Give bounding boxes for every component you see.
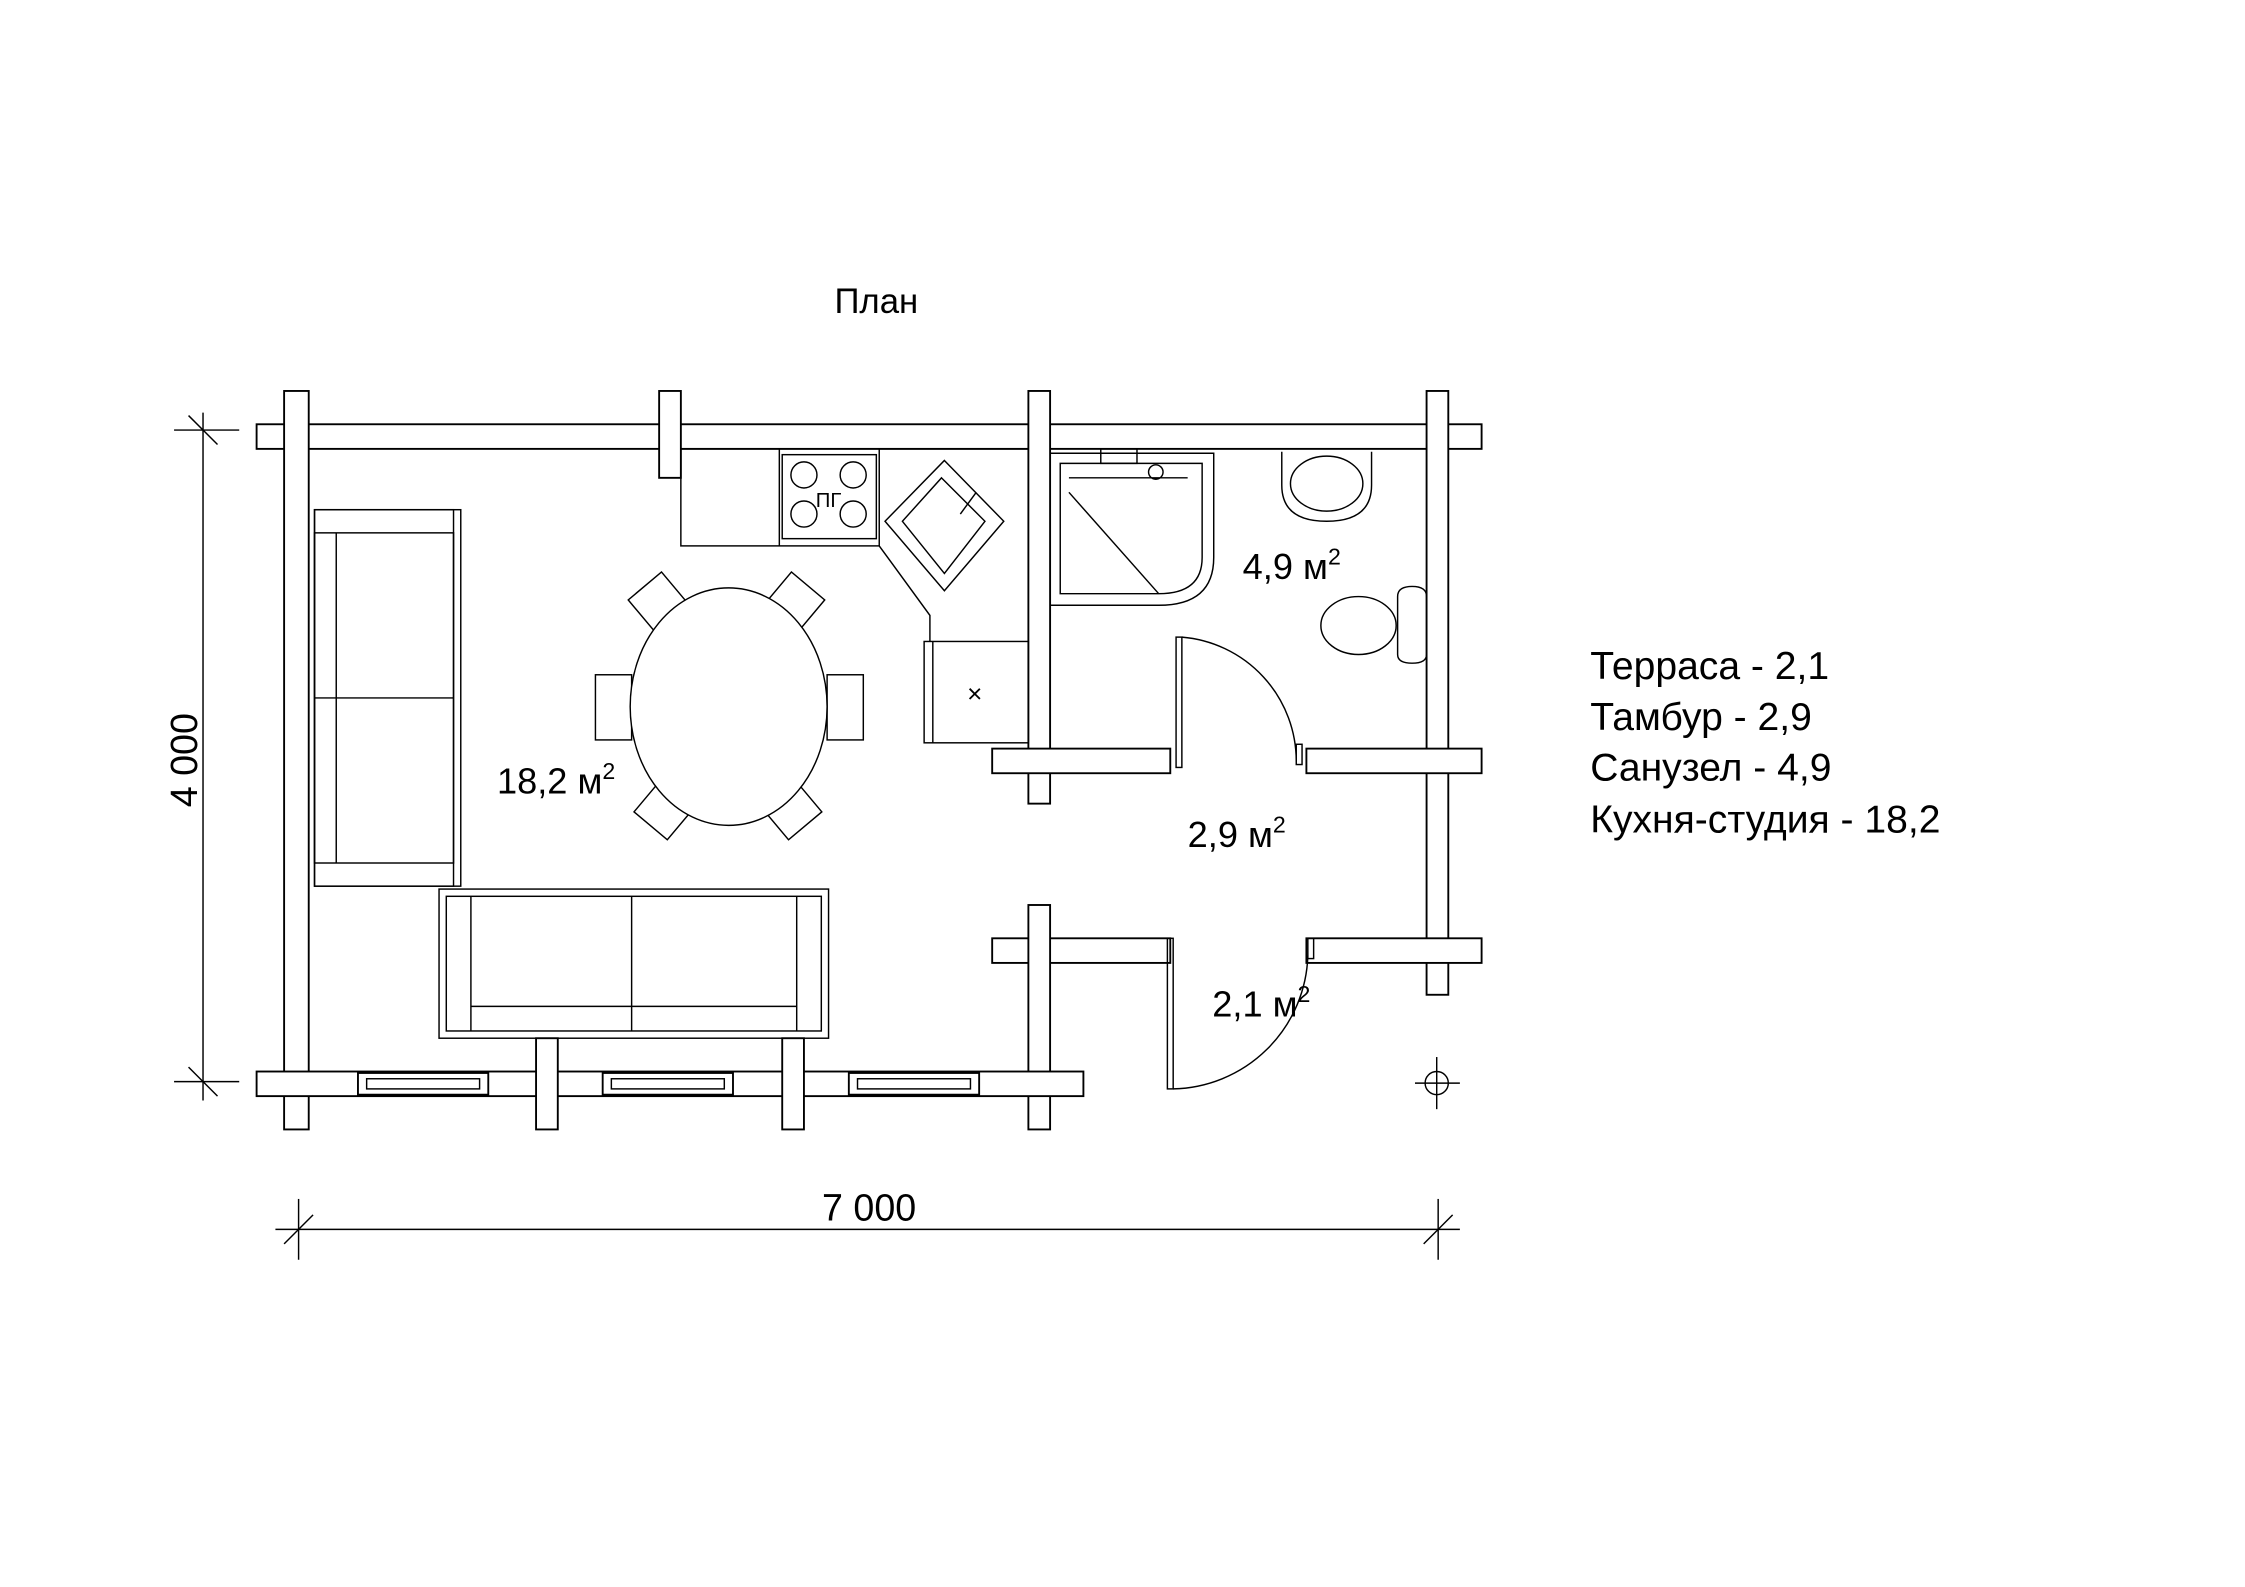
washbasin <box>1281 451 1373 523</box>
plan-title: План <box>834 283 918 321</box>
windows <box>357 1072 981 1096</box>
table-top <box>629 587 828 827</box>
dimension-width-label: 7 000 <box>822 1187 916 1229</box>
area-labels: 18,2 м2 4,9 м2 2,9 м2 2,1 м2 <box>497 544 1341 1025</box>
legend-item: Кухня-студия - 18,2 <box>1590 799 1940 842</box>
dimension-height-label: 4 000 <box>163 713 205 807</box>
walls <box>255 390 1483 1131</box>
legend-item: Тамбур - 2,9 <box>1590 696 1812 739</box>
entrance-door <box>1166 937 1315 1090</box>
dining-table <box>594 570 865 841</box>
corner-sink <box>884 459 1005 592</box>
sofa-bottom <box>438 888 830 1039</box>
area-terrace: 2,1 м2 <box>1212 981 1310 1024</box>
sofa-left <box>313 508 462 887</box>
gas-stove: ПГ <box>781 453 878 540</box>
area-bathroom: 4,9 м2 <box>1243 544 1341 587</box>
stove-label: ПГ <box>816 490 842 512</box>
legend-item: Терраса - 2,1 <box>1590 645 1829 688</box>
bathroom-door <box>1175 636 1303 769</box>
area-legend: Терраса - 2,1 Тамбур - 2,9 Санузел - 4,9… <box>1590 645 1940 841</box>
fridge-mark: × <box>967 678 982 708</box>
toilet <box>1320 585 1428 664</box>
legend-item: Санузел - 4,9 <box>1590 746 1831 789</box>
shower <box>1050 448 1215 606</box>
area-kitchen: 18,2 м2 <box>497 758 615 801</box>
crosshair-marker-icon <box>1414 1057 1460 1110</box>
area-vestibule: 2,9 м2 <box>1188 812 1286 855</box>
dimension-width: 7 000 <box>275 1187 1460 1260</box>
kitchen-counter: ПГ × <box>680 448 1030 744</box>
dimension-height: 4 000 <box>163 412 240 1101</box>
fridge: × <box>923 640 1030 744</box>
